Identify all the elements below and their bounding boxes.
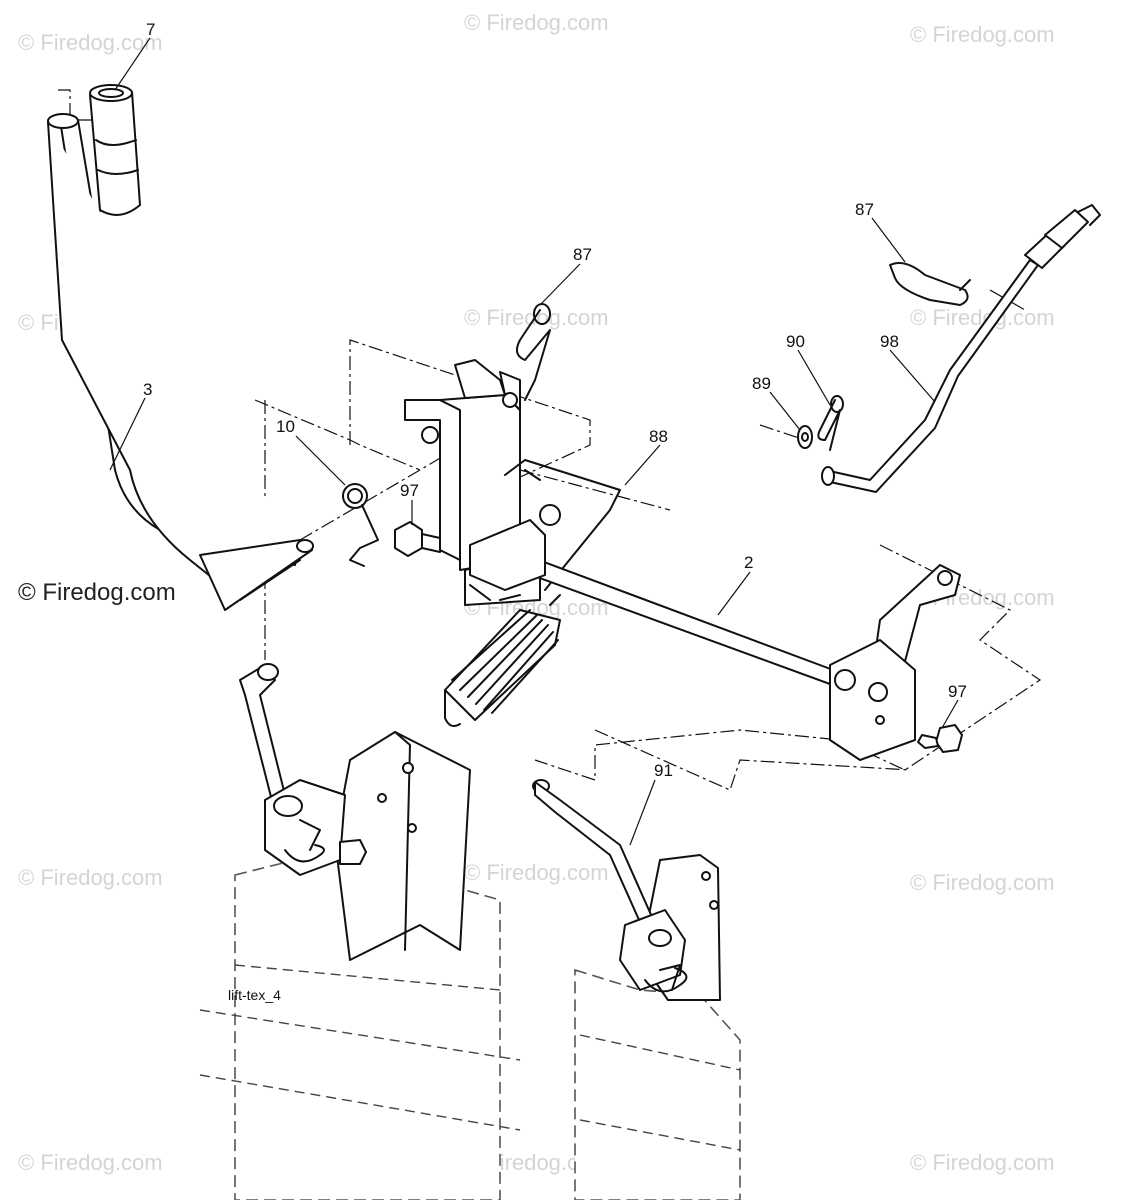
cotter-pin: [817, 395, 844, 451]
watermark: © Firedog.com: [464, 860, 609, 885]
torsion-spring: [342, 483, 379, 567]
hairpin-clip-upper: [515, 303, 551, 401]
adjustment-rod: [821, 204, 1101, 493]
hex-bolt-left: [394, 521, 447, 557]
callout-10: 10: [276, 417, 295, 436]
callout-97-left: 97: [400, 481, 419, 500]
flat-washer: [797, 425, 813, 449]
callout-2: 2: [744, 553, 753, 572]
watermark: © Firedog.com: [464, 305, 609, 330]
watermark: © Firedog.com: [910, 870, 1055, 895]
assist-spring: [444, 459, 621, 727]
link-rod-left: [239, 663, 367, 876]
watermark: © Firedog.com: [464, 10, 609, 35]
watermark: © Firedog.com: [18, 865, 163, 890]
callout-87-upper: 87: [573, 245, 592, 264]
callout-97-right: 97: [948, 682, 967, 701]
callout-88: 88: [649, 427, 668, 446]
callout-labels: 7 87 87 3 90 98 89 10 97 88 2 97 91: [143, 20, 967, 780]
watermark: © Firedog.com: [18, 30, 163, 55]
watermark: © Firedog.com: [910, 22, 1055, 47]
hairpin-clip-right: [889, 262, 971, 306]
link-rod-right: [532, 779, 688, 993]
leader-lines: [109, 37, 959, 846]
callout-90: 90: [786, 332, 805, 351]
coil-spring: [444, 594, 561, 727]
callout-89: 89: [752, 374, 771, 393]
grip-handle: [89, 84, 141, 216]
lift-lever: [47, 113, 314, 611]
mower-deck-ghost: [199, 849, 741, 1200]
callout-7: 7: [146, 20, 155, 39]
callout-87-right: 87: [855, 200, 874, 219]
callout-91: 91: [654, 761, 673, 780]
lift-arm-right: [829, 564, 961, 761]
callout-98: 98: [880, 332, 899, 351]
callout-3: 3: [143, 380, 152, 399]
left-deck-bracket: [334, 731, 471, 961]
diagram-reference-code: lift-tex_4: [228, 987, 281, 1003]
hex-bolt-right: [917, 724, 963, 753]
firedog-watermark-main: © Firedog.com: [18, 579, 176, 606]
watermark: © Firedog.com: [910, 1150, 1055, 1175]
watermark: © Firedog.com: [18, 1150, 163, 1175]
